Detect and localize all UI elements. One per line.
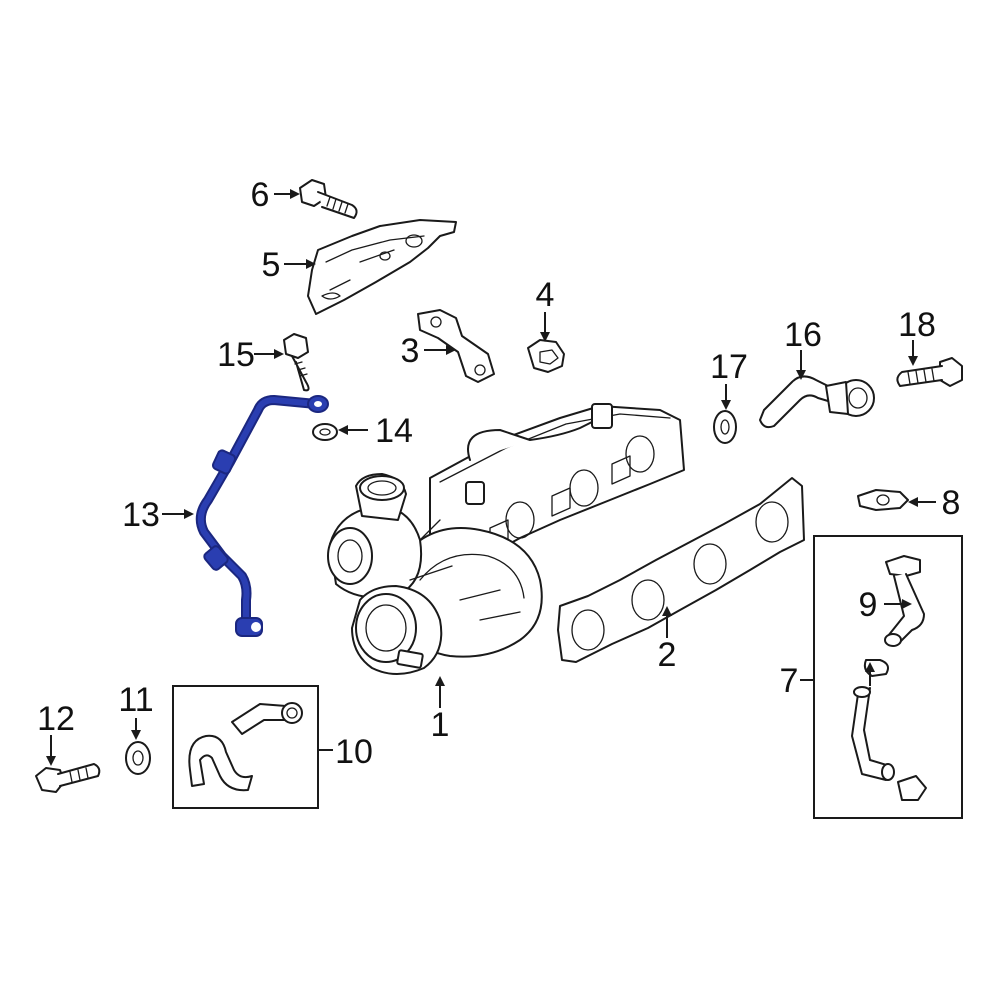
part-8-gasket[interactable] — [857, 489, 909, 511]
part-4-nut[interactable] — [527, 339, 565, 373]
part-3-bracket[interactable] — [417, 309, 495, 383]
callout-13: 13 — [122, 496, 160, 534]
part-2-manifold-gasket[interactable] — [557, 477, 805, 663]
callout-3: 3 — [401, 332, 420, 370]
callout-18: 18 — [898, 306, 936, 344]
part-18-bolt[interactable] — [896, 357, 963, 387]
callout-14: 14 — [375, 412, 413, 450]
callout-16: 16 — [784, 316, 822, 354]
callout-8: 8 — [942, 484, 961, 522]
part-5-heat-shield[interactable] — [307, 219, 457, 315]
callout-11: 11 — [118, 681, 153, 719]
part-16-water-pipe[interactable] — [759, 375, 875, 429]
callout-labels: 6 5 15 3 4 14 13 1 2 17 16 18 8 9 7 10 1… — [37, 176, 960, 771]
part-10-group-box — [172, 685, 319, 809]
part-13-oil-feed-line[interactable] — [195, 395, 329, 637]
part-7-group-box — [813, 535, 963, 819]
callout-5: 5 — [262, 246, 281, 284]
callout-9: 9 — [859, 586, 878, 624]
callout-2: 2 — [658, 636, 677, 674]
part-14-washer[interactable] — [312, 423, 338, 441]
part-12-bolt[interactable] — [35, 763, 101, 793]
callout-7: 7 — [780, 662, 799, 700]
callout-10: 10 — [335, 733, 373, 771]
part-9-pipe[interactable] — [884, 555, 925, 647]
part-17-washer[interactable] — [713, 410, 737, 444]
callout-1: 1 — [431, 706, 450, 744]
part-15-bolt[interactable] — [283, 333, 310, 392]
callout-15: 15 — [217, 336, 255, 374]
part-6-bolt[interactable] — [299, 179, 358, 219]
callout-4: 4 — [536, 276, 555, 314]
part-7-hose[interactable] — [851, 659, 927, 801]
callout-leaders — [46, 189, 936, 766]
callout-6: 6 — [251, 176, 270, 214]
callout-12: 12 — [37, 700, 75, 738]
part-11-washer[interactable] — [125, 741, 151, 775]
part-1-turbocharger[interactable] — [327, 403, 685, 675]
part-10-hose[interactable] — [188, 702, 303, 792]
callout-17: 17 — [710, 348, 748, 386]
